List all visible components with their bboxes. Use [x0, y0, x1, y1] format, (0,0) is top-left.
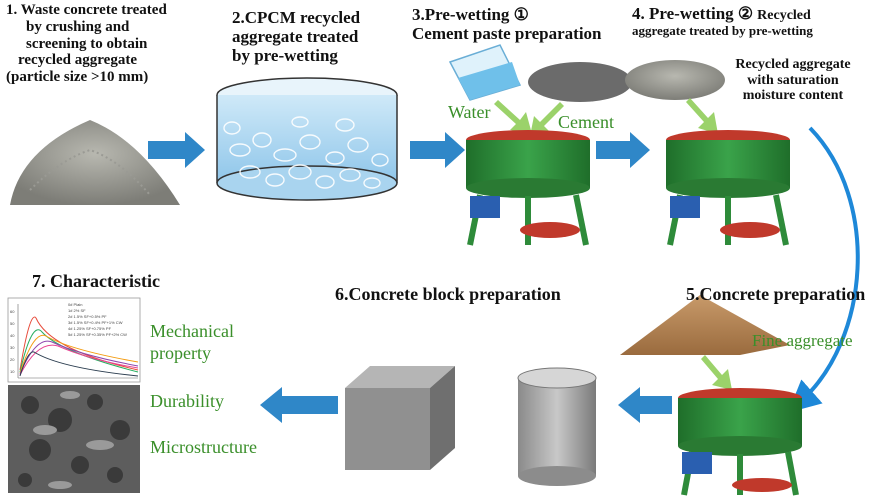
- arrow-5-to-cylinder: [618, 387, 672, 423]
- cement-pile-image: [528, 62, 632, 102]
- flow-arrows: [148, 132, 672, 423]
- sand-pile-image: [620, 295, 790, 355]
- cement-label: Cement: [558, 112, 614, 132]
- mechanical-mini-chart: [7, 297, 141, 383]
- input-arrows-step3: [494, 100, 564, 136]
- mixer-step5-image: [678, 388, 802, 496]
- step6-label: 6.Concrete block preparation: [335, 284, 561, 304]
- gravel-pile-image: [10, 120, 180, 205]
- step4-note: Recycled aggregate with saturation moist…: [735, 57, 851, 104]
- step1-label: 1. Waste concrete treated by crushing an…: [6, 2, 167, 86]
- mini-chart-yticks: 60 50 40 30 20 10: [10, 309, 15, 374]
- step4-label: 4. Pre-wetting ② Recycled aggregate trea…: [632, 4, 813, 38]
- step3-label: 3.Pre-wetting ① Cement paste preparation: [412, 5, 602, 44]
- mini-chart-legend: 0# Plain 1# 2% SF 2# 1.5% SF+0.5% PF 3# …: [68, 302, 127, 337]
- input-arrow-step5: [701, 355, 732, 390]
- prewetting-container-image: [216, 77, 398, 201]
- fine-aggregate-label: Fine aggregate: [752, 331, 853, 350]
- water-label: Water: [448, 102, 491, 122]
- step5-label: 5.Concrete preparation: [686, 284, 866, 304]
- step2-label: 2.CPCM recycled aggregate treated by pre…: [232, 8, 361, 66]
- aggregate-pile-step4-image: [625, 60, 725, 100]
- sem-microstructure-image: [8, 385, 140, 493]
- arrow-1-to-2: [148, 132, 205, 168]
- arrow-3-to-4: [596, 132, 650, 168]
- mechanical-property-label: Mechanical property: [150, 321, 234, 363]
- arrow-2-to-3: [410, 132, 465, 168]
- input-arrow-step4: [686, 98, 718, 134]
- mixer-step3-image: [466, 130, 590, 246]
- water-beaker-image: [448, 44, 522, 101]
- microstructure-label: Microstructure: [150, 437, 257, 457]
- concrete-cylinder-image: [517, 367, 597, 486]
- concrete-block-image: [345, 366, 455, 470]
- curved-arrow-4-to-5: [788, 126, 860, 413]
- arrow-block-to-characteristic: [260, 387, 338, 423]
- step7-label: 7. Characteristic: [32, 271, 160, 291]
- durability-label: Durability: [150, 391, 224, 411]
- mixer-step4-image: [666, 130, 790, 246]
